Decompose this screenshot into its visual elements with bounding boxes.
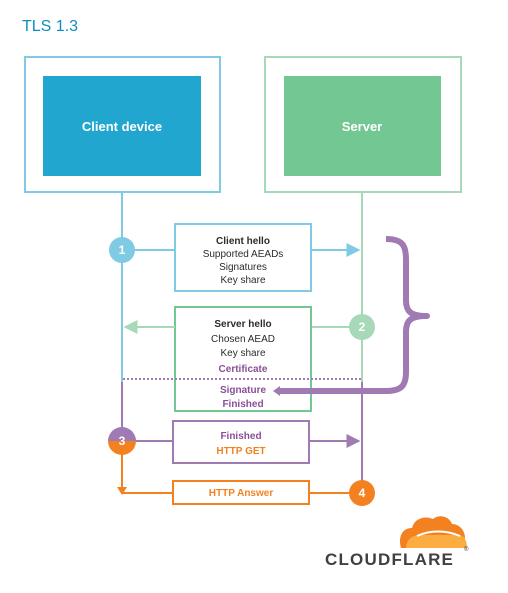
cloud-gap-line [416, 530, 461, 537]
step-4-marker: 4 [349, 480, 375, 506]
server-hello-message: Server hello Chosen AEAD Key share Certi… [123, 306, 362, 412]
step-3-label: 3 [119, 434, 126, 448]
cloudflare-logo: CLOUDFLARE ® [325, 516, 469, 569]
http-answer-message: HTTP Answer [117, 480, 349, 505]
cloudflare-wordmark: CLOUDFLARE [325, 550, 454, 569]
step-1-label: 1 [119, 243, 126, 257]
server-key-share-label: Key share [220, 348, 265, 359]
http-get-label: HTTP GET [216, 446, 265, 457]
server-label: Server [342, 119, 382, 134]
server-hello-box [174, 306, 312, 412]
http-answer-arrowhead [117, 487, 127, 495]
server-node: Server [264, 56, 462, 193]
step-3-marker: 3 [108, 427, 136, 455]
signatures-label: Signatures [219, 262, 267, 273]
client-device-box [43, 76, 201, 176]
bracket-arrowhead [273, 386, 280, 396]
client-hello-title: Client hello [216, 236, 270, 247]
supported-aeads-label: Supported AEADs [203, 249, 284, 260]
step-1-circle [109, 237, 135, 263]
step-2-marker: 2 [349, 314, 375, 340]
cloud-highlight-shape [406, 535, 467, 548]
diagram-title: TLS 1.3 [22, 18, 78, 35]
certificate-label: Certificate [219, 364, 268, 375]
client-key-share-label: Key share [220, 275, 265, 286]
encrypted-parameters-bracket [273, 236, 430, 396]
server-hello-title: Server hello [214, 319, 271, 330]
client-finished-message: Finished HTTP GET [134, 420, 361, 464]
step-3-top-half [108, 427, 136, 441]
step-2-label: 2 [359, 320, 366, 334]
http-answer-label: HTTP Answer [209, 488, 274, 499]
bracket-shape [280, 236, 430, 394]
step-3-bottom-half [108, 441, 136, 455]
client-device-label: Client device [82, 119, 162, 134]
server-finished-label: Finished [222, 399, 263, 410]
chosen-aead-label: Chosen AEAD [211, 334, 275, 345]
cloudflare-cloud-icon [400, 516, 467, 548]
step-1-marker: 1 [109, 237, 135, 263]
step-4-circle [349, 480, 375, 506]
signature-label: Signature [220, 385, 267, 396]
client-finished-label: Finished [220, 431, 261, 442]
step-4-label: 4 [359, 486, 366, 500]
step-2-circle [349, 314, 375, 340]
client-hello-message: Client hello Supported AEADs Signatures … [132, 223, 361, 292]
cloudflare-registered-mark: ® [464, 546, 469, 553]
client-node: Client device [24, 56, 221, 193]
client-hello-box [174, 223, 312, 292]
server-box [284, 76, 441, 176]
